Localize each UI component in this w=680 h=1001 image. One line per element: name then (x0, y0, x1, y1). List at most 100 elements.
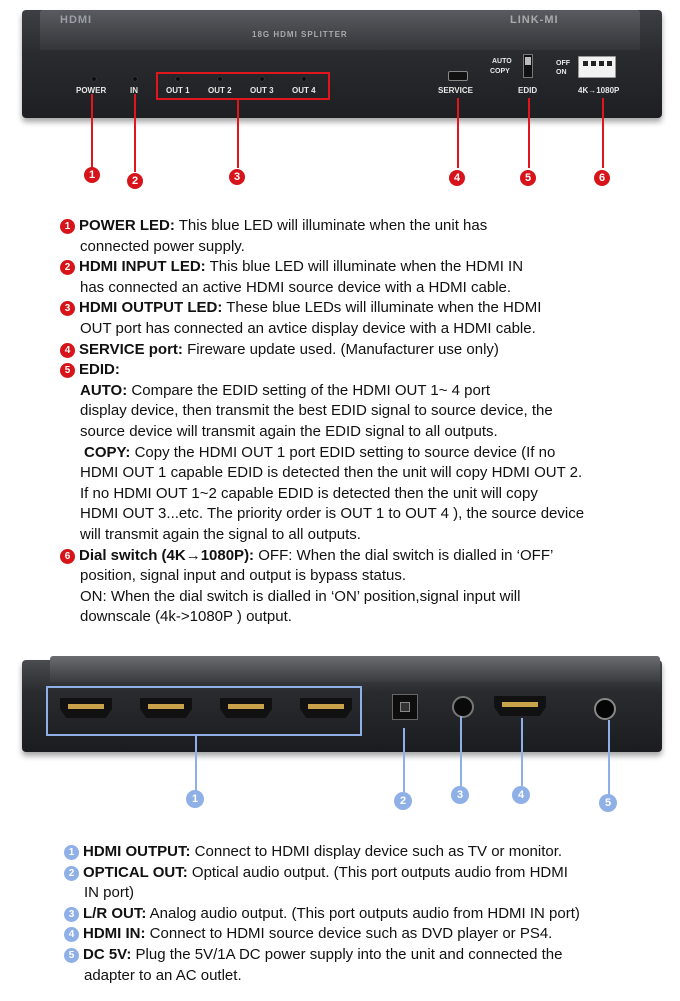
bullet-1-icon: 1 (60, 219, 75, 234)
desc-title: POWER LED: (79, 217, 175, 234)
edid-copy-title: COPY: (84, 443, 131, 461)
desc-text: Optical audio output. (This port outputs… (191, 863, 568, 881)
out1-label: OUT 1 (166, 86, 190, 95)
desc-line: If no HDMI OUT 1~2 capable EDID is detec… (80, 484, 538, 502)
dial-switch-knob-3 (599, 61, 604, 66)
lr-audio-jack (452, 696, 474, 718)
desc-item-power-led: 1 POWER LED: This blue LED will illuminat… (60, 216, 584, 237)
output-led-highlight-box (156, 72, 330, 100)
desc-line: adapter to an AC outlet. (84, 966, 242, 984)
desc-title: SERVICE port: (79, 340, 183, 358)
desc-text: Copy the HDMI OUT 1 port EDID setting to… (134, 443, 556, 461)
desc-title: Dial switch (4K→1080P): (79, 546, 255, 564)
desc-line: source device will transmit again the ED… (80, 422, 498, 440)
bullet-5-icon: 5 (60, 363, 75, 379)
rear-callout-line-2 (403, 728, 405, 792)
bullet-2-icon: 2 (60, 260, 75, 276)
dial-4k-1080p-label: 4K→1080P (578, 86, 620, 95)
desc-line: display device, then transmit the best E… (80, 402, 553, 420)
rear-bullet-2-icon: 2 (64, 865, 79, 881)
desc-text: Analog audio output. (This port outputs … (149, 904, 580, 922)
hdmi-out-port-3 (140, 698, 192, 718)
edid-auto-line: AUTO: Compare the EDID setting of the HD… (60, 381, 584, 402)
rear-callout-line-5 (608, 720, 610, 796)
dial-switch-knob-1 (583, 61, 588, 66)
desc-text: OFF: When the dial switch is dialled in … (258, 546, 554, 564)
desc-title: HDMI INPUT LED: (79, 258, 206, 276)
hdmi-in-port (494, 696, 546, 716)
desc-title: EDID: (79, 361, 120, 379)
desc-text: Fireware update used. (Manufacturer use … (187, 340, 499, 358)
desc-title: L/R OUT: (83, 904, 147, 922)
rear-bullet-5-icon: 5 (64, 947, 79, 963)
rear-bullet-1-icon: 1 (64, 845, 79, 860)
in-label: IN (130, 86, 138, 95)
rear-bullet-4-icon: 4 (64, 927, 79, 943)
desc-text: Connect to HDMI display device such as T… (194, 843, 563, 860)
dial-switch-knob-2 (591, 61, 596, 66)
callout-badge-5: 5 (520, 170, 536, 186)
edid-switch (523, 54, 533, 78)
edid-label: EDID (518, 86, 538, 95)
service-label: SERVICE (438, 86, 473, 95)
desc-title: DC 5V: (83, 945, 132, 963)
brand-logo: LINK-MI (510, 14, 559, 26)
rear-callout-badge-3: 3 (451, 786, 469, 804)
desc-line: downscale (4k->1080P ) output. (80, 608, 292, 626)
dial-switch-knob-4 (607, 61, 612, 66)
out1-led-icon (176, 77, 180, 81)
hdmi-output-highlight-box (46, 686, 362, 736)
rear-callout-line-3 (460, 716, 462, 786)
edid-switch-knob (525, 57, 531, 65)
rear-callout-line-4 (521, 718, 523, 786)
callout-badge-4: 4 (449, 170, 465, 186)
hdmi-out-port-2 (220, 698, 272, 718)
optical-port (392, 694, 418, 720)
desc-line: has connected an active HDMI source devi… (80, 278, 512, 296)
dc-power-jack (594, 698, 616, 720)
edid-copy-line: COPY: Copy the HDMI OUT 1 port EDID sett… (60, 443, 584, 464)
out4-led-icon (302, 77, 306, 81)
desc-line: ON: When the dial switch is dialled in ‘… (80, 587, 521, 605)
power-led-icon (92, 77, 96, 81)
out3-led-icon (260, 77, 264, 81)
power-label: POWER (76, 86, 107, 95)
callout-line-5 (528, 98, 530, 168)
desc-line: will transmit again the signal to all ou… (80, 525, 361, 543)
desc-line: OUT port has connected an avtice display… (80, 319, 536, 337)
desc-text: This blue LED will illuminate when the H… (209, 258, 524, 276)
edid-auto-title: AUTO: (80, 381, 128, 399)
callout-badge-1: 1 (84, 167, 100, 183)
desc-text: Compare the EDID setting of the HDMI OUT… (131, 381, 491, 399)
desc-title: HDMI IN: (83, 925, 146, 943)
edid-auto-label: AUTO (492, 58, 512, 65)
bullet-6-icon: 6 (60, 548, 75, 564)
callout-badge-2: 2 (127, 173, 143, 189)
rear-callout-badge-4: 4 (512, 786, 530, 804)
edid-copy-label: COPY (490, 68, 510, 75)
model-text: 18G HDMI SPLITTER (252, 30, 348, 39)
hdmi-out-port-4 (60, 698, 112, 718)
service-usb-port (448, 71, 468, 81)
hdmi-logo: HDMI (60, 14, 93, 26)
rear-callout-badge-1: 1 (186, 790, 204, 808)
out2-led-icon (218, 77, 222, 81)
desc-text: This blue LED will illuminate when the u… (178, 217, 488, 234)
desc-line: HDMI OUT 3...etc. The priority order is … (80, 505, 585, 523)
desc-text: These blue LEDs will illuminate when the… (226, 299, 542, 317)
front-description-list: 1 POWER LED: This blue LED will illuminat… (60, 216, 584, 628)
callout-line-6 (602, 98, 604, 168)
out3-label: OUT 3 (250, 86, 274, 95)
callout-badge-6: 6 (594, 170, 610, 186)
splitter-top-surface (40, 10, 640, 50)
desc-line: connected power supply. (80, 237, 245, 255)
desc-text: Plug the 5V/1A DC power supply into the … (135, 945, 563, 963)
